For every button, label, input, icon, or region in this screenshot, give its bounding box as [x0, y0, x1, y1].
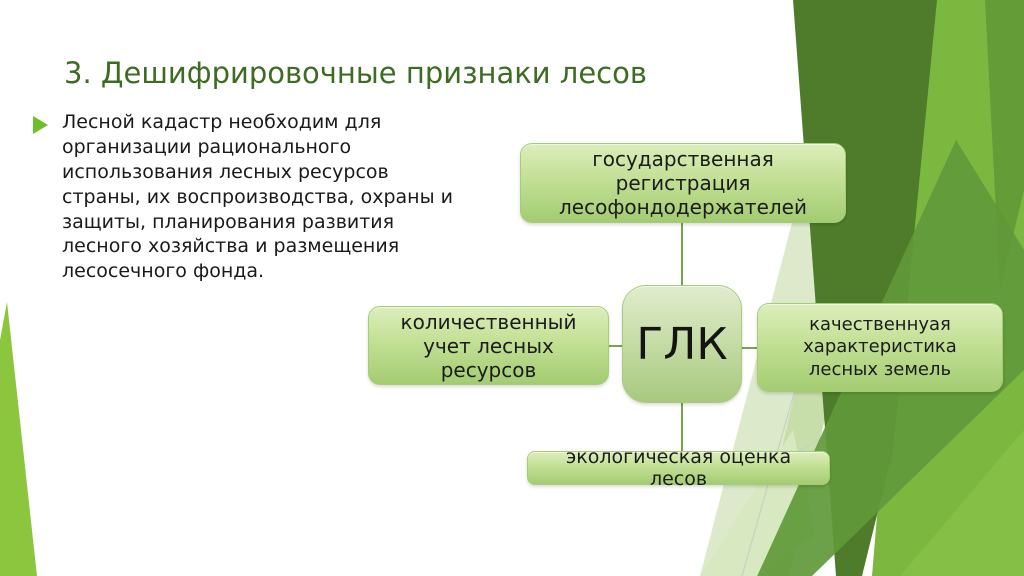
decor-medium-streak: [985, 0, 1024, 290]
bullet-text: Лесной кадастр необходим для организации…: [62, 111, 453, 283]
connector-bottom: [681, 403, 683, 451]
diagram-box-center: ГЛК: [622, 285, 742, 403]
decor-bottomleft-wedge: [0, 302, 37, 576]
diagram-box-right: качественнуая характеристика лесных земе…: [757, 303, 1003, 392]
decor-bright-bottom: [900, 430, 1024, 576]
connector-top: [681, 223, 683, 285]
diagram-box-top: государственная регистрация лесофондодер…: [520, 143, 846, 223]
connector-left: [609, 345, 622, 347]
diagram-box-bottom: экологическая оценка лесов: [527, 446, 830, 490]
slide-title: 3. Дешифрировочные признаки лесов: [64, 56, 647, 90]
bullet-triangle-icon: [33, 116, 48, 134]
diagram-box-left: количественный учет лесных ресурсов: [368, 306, 609, 385]
connector-right: [742, 347, 757, 349]
